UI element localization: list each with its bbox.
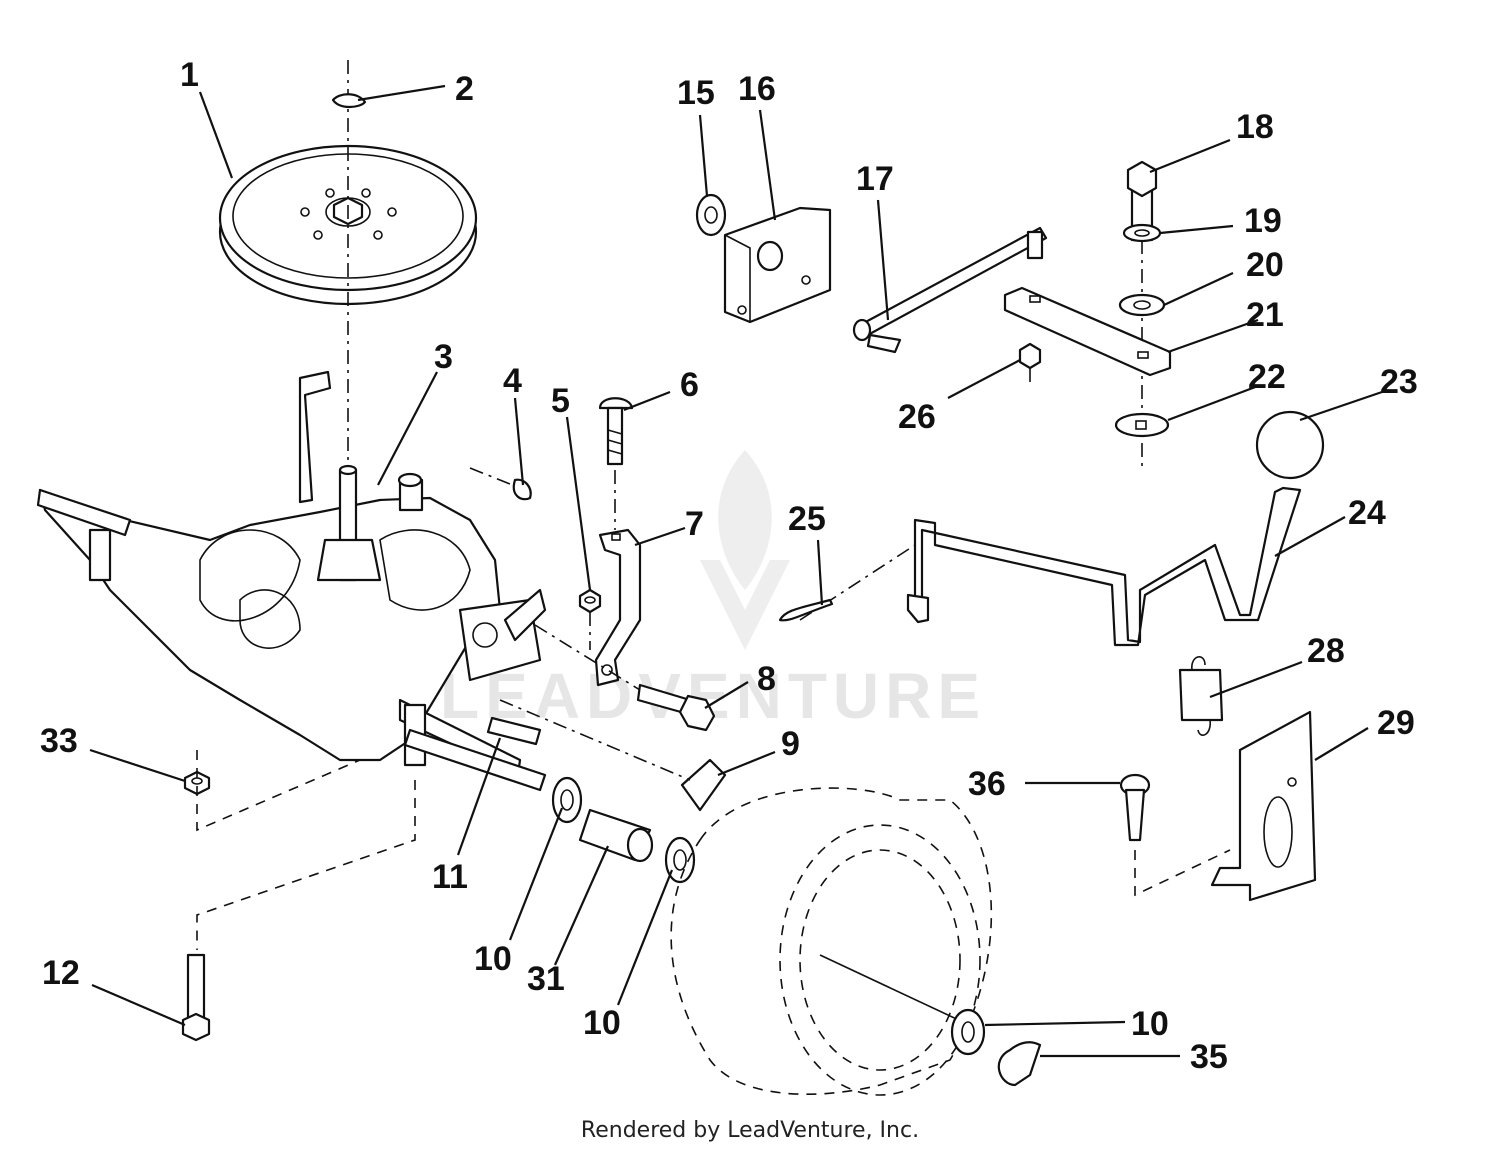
callout-26: 26 [898, 398, 936, 436]
part-plate-21 [1003, 286, 1172, 377]
axle [403, 728, 547, 792]
part-washer-20 [1118, 293, 1166, 317]
callout-23: 23 [1380, 363, 1418, 401]
part-nut-5 [578, 588, 602, 614]
callout-22: 22 [1248, 358, 1286, 396]
part-screw-36 [1119, 773, 1151, 842]
callout-10-b: 10 [583, 1004, 621, 1042]
part-key-11 [486, 716, 542, 746]
callout-29: 29 [1377, 704, 1415, 742]
watermark-text: LEADVENTURE [440, 660, 986, 732]
callout-3: 3 [434, 338, 453, 376]
callout-labels: 1 2 3 4 5 6 7 8 9 10 11 12 15 16 17 18 1… [40, 56, 1418, 1076]
callout-17: 17 [856, 160, 894, 198]
callout-5: 5 [551, 382, 570, 420]
callout-4: 4 [503, 362, 522, 400]
callout-10-c: 10 [1131, 1005, 1169, 1043]
part-shift-rod-24 [906, 486, 1302, 647]
callout-25: 25 [788, 500, 826, 538]
callout-12: 12 [42, 954, 80, 992]
part-cotter-25 [778, 598, 834, 622]
part-lockwasher-19 [1122, 223, 1162, 243]
callout-19: 19 [1244, 202, 1282, 240]
part-carriage-bolt [598, 397, 634, 466]
part-washer-b [664, 836, 696, 884]
callout-18: 18 [1236, 108, 1274, 146]
callout-36: 36 [968, 765, 1006, 803]
callout-11: 11 [432, 858, 468, 896]
part-bolt-12 [181, 953, 211, 1042]
part-bracket-29 [1210, 710, 1317, 902]
callout-7: 7 [685, 505, 704, 543]
footer-credit: Rendered by LeadVenture, Inc. [580, 1118, 920, 1143]
callout-6: 6 [680, 366, 699, 404]
part-washer-22 [1114, 412, 1170, 438]
part-eclip [331, 93, 367, 109]
callout-31: 31 [527, 960, 565, 998]
callout-35: 35 [1190, 1038, 1228, 1076]
part-spring-9 [680, 758, 727, 812]
part-transaxle [36, 370, 547, 777]
callout-9: 9 [781, 725, 800, 763]
part-washer-c [950, 1008, 986, 1056]
leader-lines [89, 84, 1383, 1058]
part-rod-17 [852, 226, 1048, 354]
part-washer-a [551, 776, 583, 824]
callout-15: 15 [677, 74, 715, 112]
callout-33: 33 [40, 722, 78, 760]
part-nut-26 [1018, 342, 1042, 370]
callout-2: 2 [455, 70, 474, 108]
callout-20: 20 [1246, 246, 1284, 284]
part-bracket-16 [723, 206, 832, 324]
part-bracket-7 [594, 528, 642, 687]
callout-16: 16 [738, 70, 776, 108]
part-spring-28 [1178, 656, 1224, 736]
part-wheel [670, 787, 993, 1096]
callout-21: 21 [1246, 296, 1284, 334]
part-knob-23 [1255, 410, 1325, 480]
callout-28: 28 [1307, 632, 1345, 670]
part-bolt-8 [636, 683, 716, 732]
callout-8: 8 [757, 660, 776, 698]
part-clip-35 [997, 1041, 1042, 1087]
part-washer-15 [695, 193, 727, 237]
callout-1: 1 [180, 56, 199, 94]
callout-10-a: 10 [474, 940, 512, 978]
callout-24: 24 [1348, 494, 1386, 532]
part-spacer-31 [578, 808, 654, 863]
